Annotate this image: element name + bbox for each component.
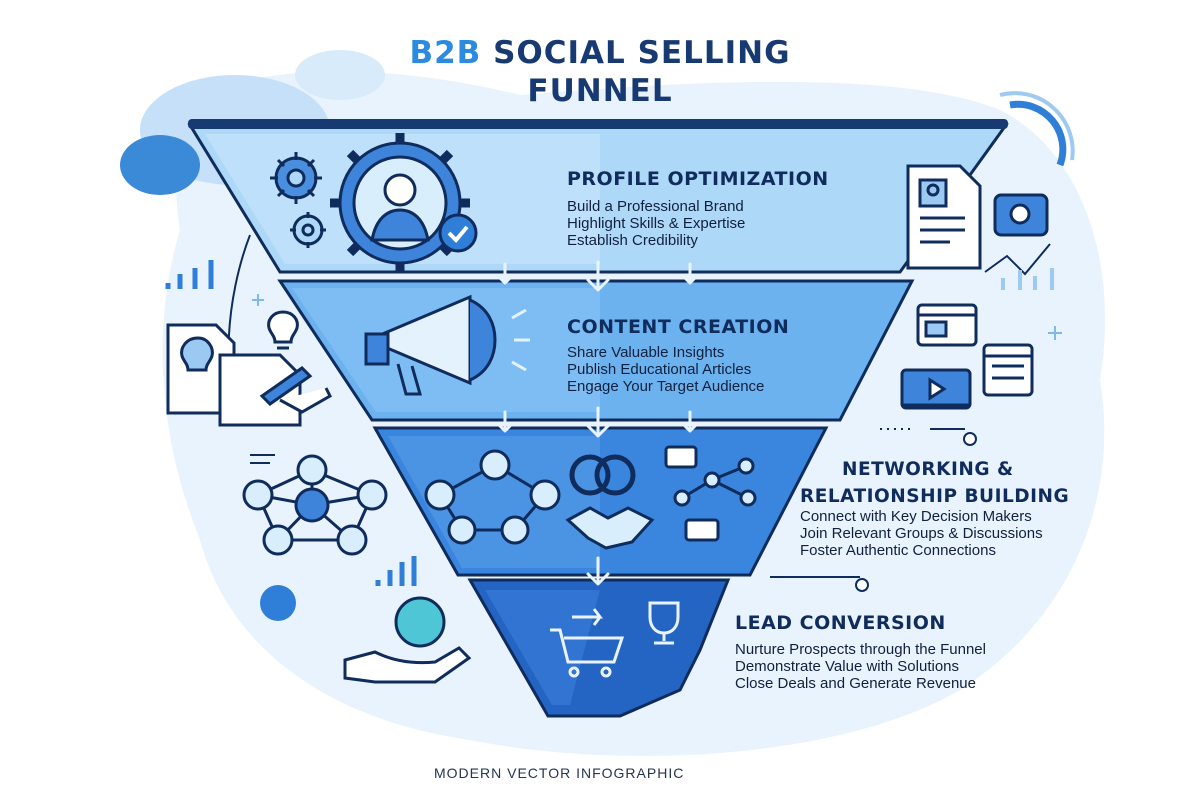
stage-bullets-lead: Nurture Prospects through the Funnel Dem… <box>735 641 986 692</box>
bullet-item: Close Deals and Generate Revenue <box>735 675 976 692</box>
plus-icon <box>1048 326 1062 340</box>
people-network-icon <box>242 454 388 556</box>
node-graph-icon <box>673 457 757 507</box>
gear-icon <box>290 212 326 248</box>
stage-title-profile: PROFILE OPTIMIZATION <box>567 168 829 190</box>
people-network-icon <box>424 449 561 545</box>
decor-dot <box>260 585 296 621</box>
title-line2: FUNNEL <box>527 73 673 109</box>
funnel-rim <box>188 119 1008 129</box>
bullet-item: Join Relevant Groups & Discussions <box>800 525 1043 542</box>
arrow-down-icon <box>586 556 610 586</box>
bullet-item: Highlight Skills & Expertise <box>567 215 746 232</box>
stage-bullets-content: Share Valuable Insights Publish Educatio… <box>567 344 764 395</box>
decor-dot <box>855 578 869 592</box>
stage-title-lead: LEAD CONVERSION <box>735 612 946 634</box>
tier1-icons <box>165 133 1054 290</box>
bullet-item: Connect with Key Decision Makers <box>800 508 1032 525</box>
lightbulb-icon <box>267 310 299 350</box>
decor-dot <box>963 432 977 446</box>
trophy-icon <box>648 601 680 645</box>
arrow-right-icon <box>572 608 603 626</box>
bullet-item: Publish Educational Articles <box>567 361 752 378</box>
dollar-hand-icon <box>343 596 472 684</box>
bar-chart-icon <box>375 556 417 586</box>
tier3-icons <box>242 445 757 556</box>
page-title: B2B SOCIAL SELLING FUNNEL <box>350 34 850 110</box>
bullet-item: Nurture Prospects through the Funnel <box>735 641 986 658</box>
handshake-icon <box>565 506 655 550</box>
browser-window-icon <box>916 303 978 347</box>
arrow-down-icon <box>681 262 699 285</box>
bullet-item: Share Valuable Insights <box>567 344 725 361</box>
chat-bubble-icon <box>684 518 720 542</box>
video-play-icon <box>900 368 972 410</box>
decor-ring <box>1009 100 1067 167</box>
arrow-down-icon <box>586 260 610 292</box>
chat-bubble-icon <box>664 445 698 469</box>
gear-icon <box>270 152 322 204</box>
stage-bullets-profile: Build a Professional Brand Highlight Ski… <box>567 198 745 249</box>
tier2-icons <box>166 294 1034 427</box>
stage-title-line: NETWORKING & <box>842 459 1014 480</box>
bullet-item: Establish Credibility <box>567 232 698 249</box>
arrow-down-icon <box>496 262 514 285</box>
footer-caption: MODERN VECTOR INFOGRAPHIC <box>434 765 685 781</box>
linked-rings-icon <box>569 454 636 496</box>
background-blob <box>295 50 385 100</box>
stage-title-line: RELATIONSHIP BUILDING <box>800 486 1070 507</box>
stage-title-networking: NETWORKING & RELATIONSHIP BUILDING <box>800 456 1069 510</box>
title-line1: SOCIAL SELLING <box>493 35 791 71</box>
megaphone-icon <box>364 294 530 396</box>
stage-title-content: CONTENT CREATION <box>567 316 790 338</box>
arrow-down-icon <box>681 410 699 433</box>
tier4-icons <box>343 556 680 684</box>
flow-arrows <box>496 260 699 586</box>
funnel-tier-shade <box>388 436 600 568</box>
decor-ring <box>999 91 1075 161</box>
check-circle-icon <box>438 213 478 253</box>
background-blob <box>120 135 200 195</box>
bullet-item: Build a Professional Brand <box>567 198 744 215</box>
user-profile-gear-icon <box>330 133 470 273</box>
title-accent: B2B <box>409 35 482 71</box>
stage-bullets-networking: Connect with Key Decision Makers Join Re… <box>800 508 1043 559</box>
gear-icon <box>993 193 1049 237</box>
arrow-down-icon <box>496 410 514 433</box>
browser-window-icon <box>982 343 1034 397</box>
pen-hand-icon <box>259 366 332 414</box>
bullet-item: Engage Your Target Audience <box>567 378 765 395</box>
bullet-item: Foster Authentic Connections <box>800 542 996 559</box>
trend-chart-icon <box>984 243 1054 290</box>
plus-icon <box>252 294 264 306</box>
arrow-down-icon <box>586 406 610 438</box>
bullet-item: Demonstrate Value with Solutions <box>735 658 960 675</box>
profile-document-icon <box>906 164 982 270</box>
bar-chart-icon <box>165 260 214 289</box>
shopping-cart-icon <box>550 628 625 678</box>
